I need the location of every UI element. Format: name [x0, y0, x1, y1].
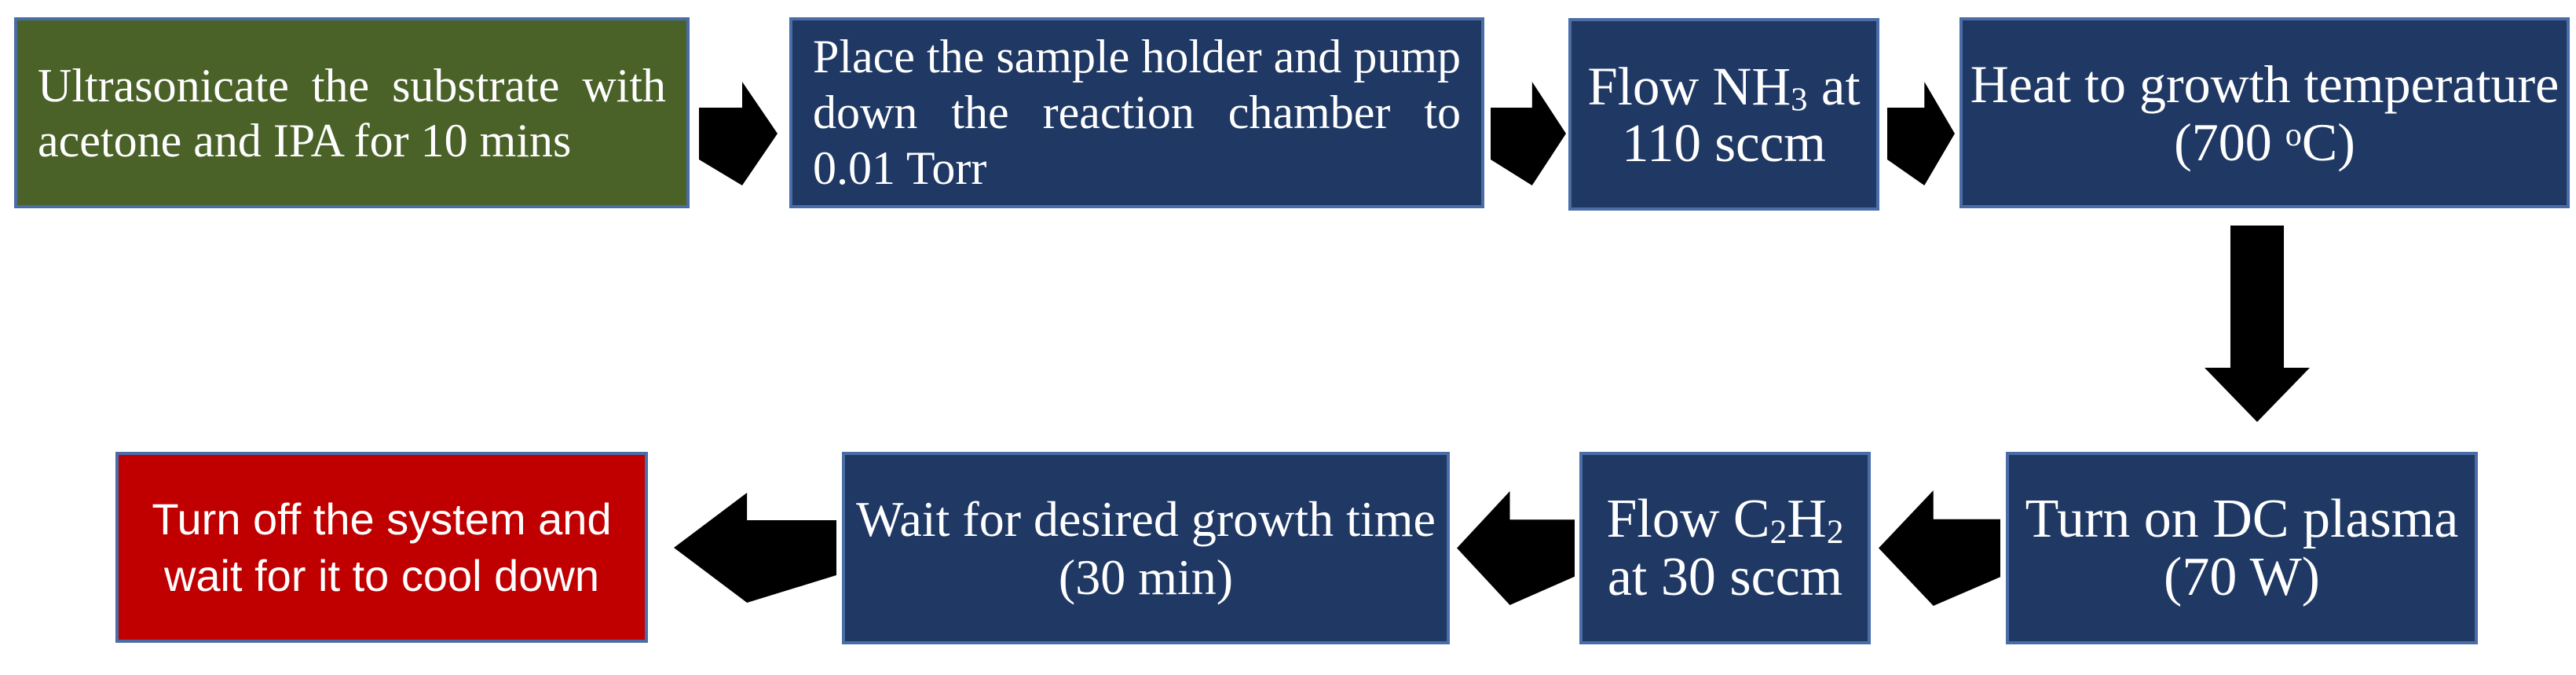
arrow-right-icon	[1491, 82, 1566, 185]
arrow-left-icon	[674, 493, 836, 603]
step-label-turn-on-dc-plasma: Turn on DC plasma(70 W)	[2025, 488, 2459, 607]
arrow-right-icon	[699, 82, 778, 185]
step-label-heat-to-growth-temperature: Heat to growth temperature(700 oC)	[1970, 53, 2560, 172]
step-box-clean-substrate: Ultrasonicate the substrate with acetone…	[14, 17, 690, 208]
step-label-pump-down: Place the sample holder and pump down th…	[813, 31, 1461, 194]
arrow-left-icon	[1457, 491, 1575, 605]
step-label-clean-substrate: Ultrasonicate the substrate with acetone…	[38, 59, 666, 167]
arrow-right-icon	[1887, 82, 1955, 185]
arrow-down-icon	[2205, 226, 2310, 422]
step-box-turn-on-dc-plasma: Turn on DC plasma(70 W)	[2006, 452, 2478, 644]
step-box-heat-to-growth-temperature: Heat to growth temperature(700 oC)	[1959, 17, 2570, 208]
step-box-wait-growth-time: Wait for desired growth time(30 min)	[842, 452, 1450, 644]
step-box-pump-down: Place the sample holder and pump down th…	[789, 17, 1484, 208]
step-label-wait-growth-time: Wait for desired growth time(30 min)	[856, 490, 1436, 605]
arrow-left-icon	[1879, 490, 2000, 606]
